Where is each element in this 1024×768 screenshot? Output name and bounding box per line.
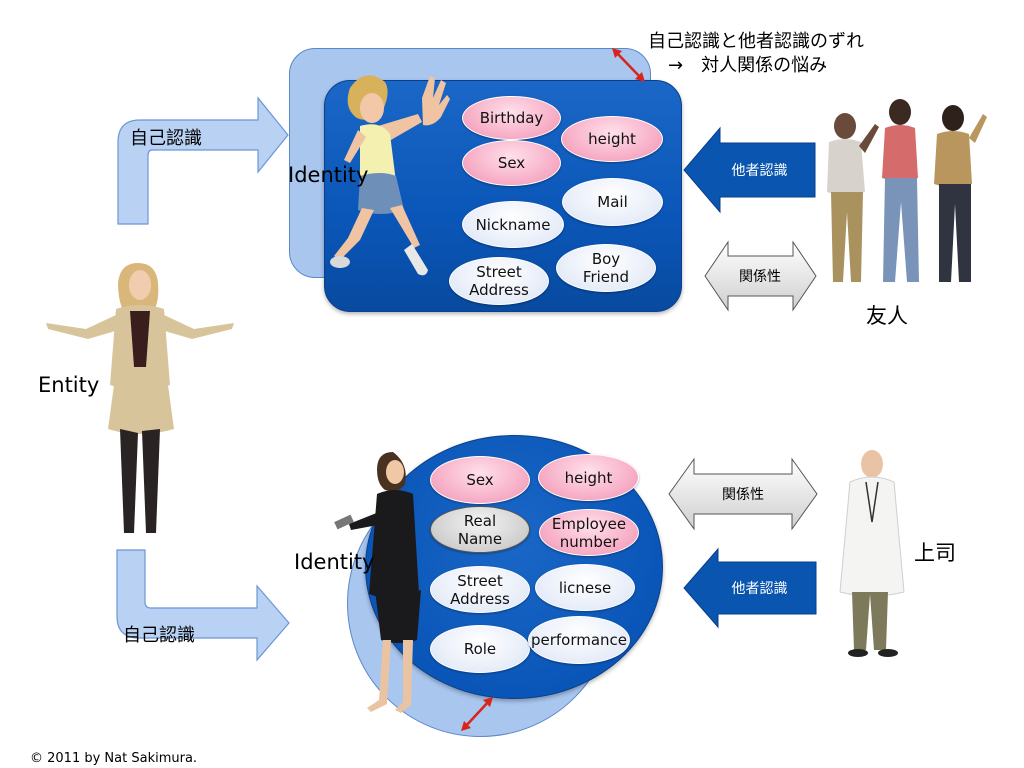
top-relation-label: 関係性 [739, 269, 781, 285]
bottom-attr-license: licnese [535, 564, 635, 611]
friend-label: 友人 [866, 304, 908, 328]
top-identity-label: Identity [288, 163, 369, 187]
top-self-recognition-label: 自己認識 [130, 128, 202, 149]
bottom-other-recognition-arrow [683, 547, 817, 629]
boss-label: 上司 [914, 541, 956, 565]
businesswoman-with-phone-image [334, 452, 421, 713]
bottom-attr-role: Role [430, 625, 530, 673]
woman-shrugging-image [46, 263, 234, 533]
bottom-attr-street-address: Street Address [430, 566, 530, 613]
header-line-1: 自己認識と他者認識のずれ [648, 31, 864, 52]
top-relation-arrow [704, 240, 817, 312]
top-attr-birthday: Birthday [462, 96, 561, 140]
bottom-other-recognition-label: 他者認識 [731, 581, 788, 597]
bottom-attr-real-name: Real Name [430, 506, 530, 553]
top-attr-street-address: Street Address [449, 257, 549, 305]
bottom-identity-label: Identity [294, 550, 375, 574]
bottom-relation-label: 関係性 [722, 487, 764, 503]
top-attr-boy-friend: Boy Friend [556, 244, 656, 292]
jumping-girl-image [330, 75, 450, 276]
doctor-image [839, 450, 905, 657]
bottom-attr-height: height [538, 454, 639, 501]
bottom-self-recognition-label: 自己認識 [123, 625, 195, 646]
top-attr-mail: Mail [562, 178, 663, 226]
copyright: © 2011 by Nat Sakimura. [30, 751, 198, 766]
top-attr-sex: Sex [462, 140, 561, 186]
bottom-relation-arrow [668, 457, 818, 531]
top-attr-nickname: Nickname [462, 201, 564, 248]
bottom-attr-performance: performance [528, 616, 630, 664]
top-attr-height: height [561, 116, 663, 162]
three-friends-image [827, 99, 987, 282]
bottom-gap-double-arrow [461, 697, 493, 731]
bottom-attr-employee-number: Employee number [539, 509, 639, 556]
bottom-self-recognition-arrow [116, 549, 290, 662]
bottom-attr-sex: Sex [430, 456, 530, 504]
top-other-recognition-arrow [683, 126, 816, 214]
top-self-recognition-arrow [117, 96, 289, 225]
header-line-2: → 対人関係の悩み [668, 55, 828, 76]
top-other-recognition-label: 他者認識 [731, 163, 788, 179]
entity-label: Entity [38, 373, 100, 397]
top-gap-double-arrow [612, 48, 645, 82]
